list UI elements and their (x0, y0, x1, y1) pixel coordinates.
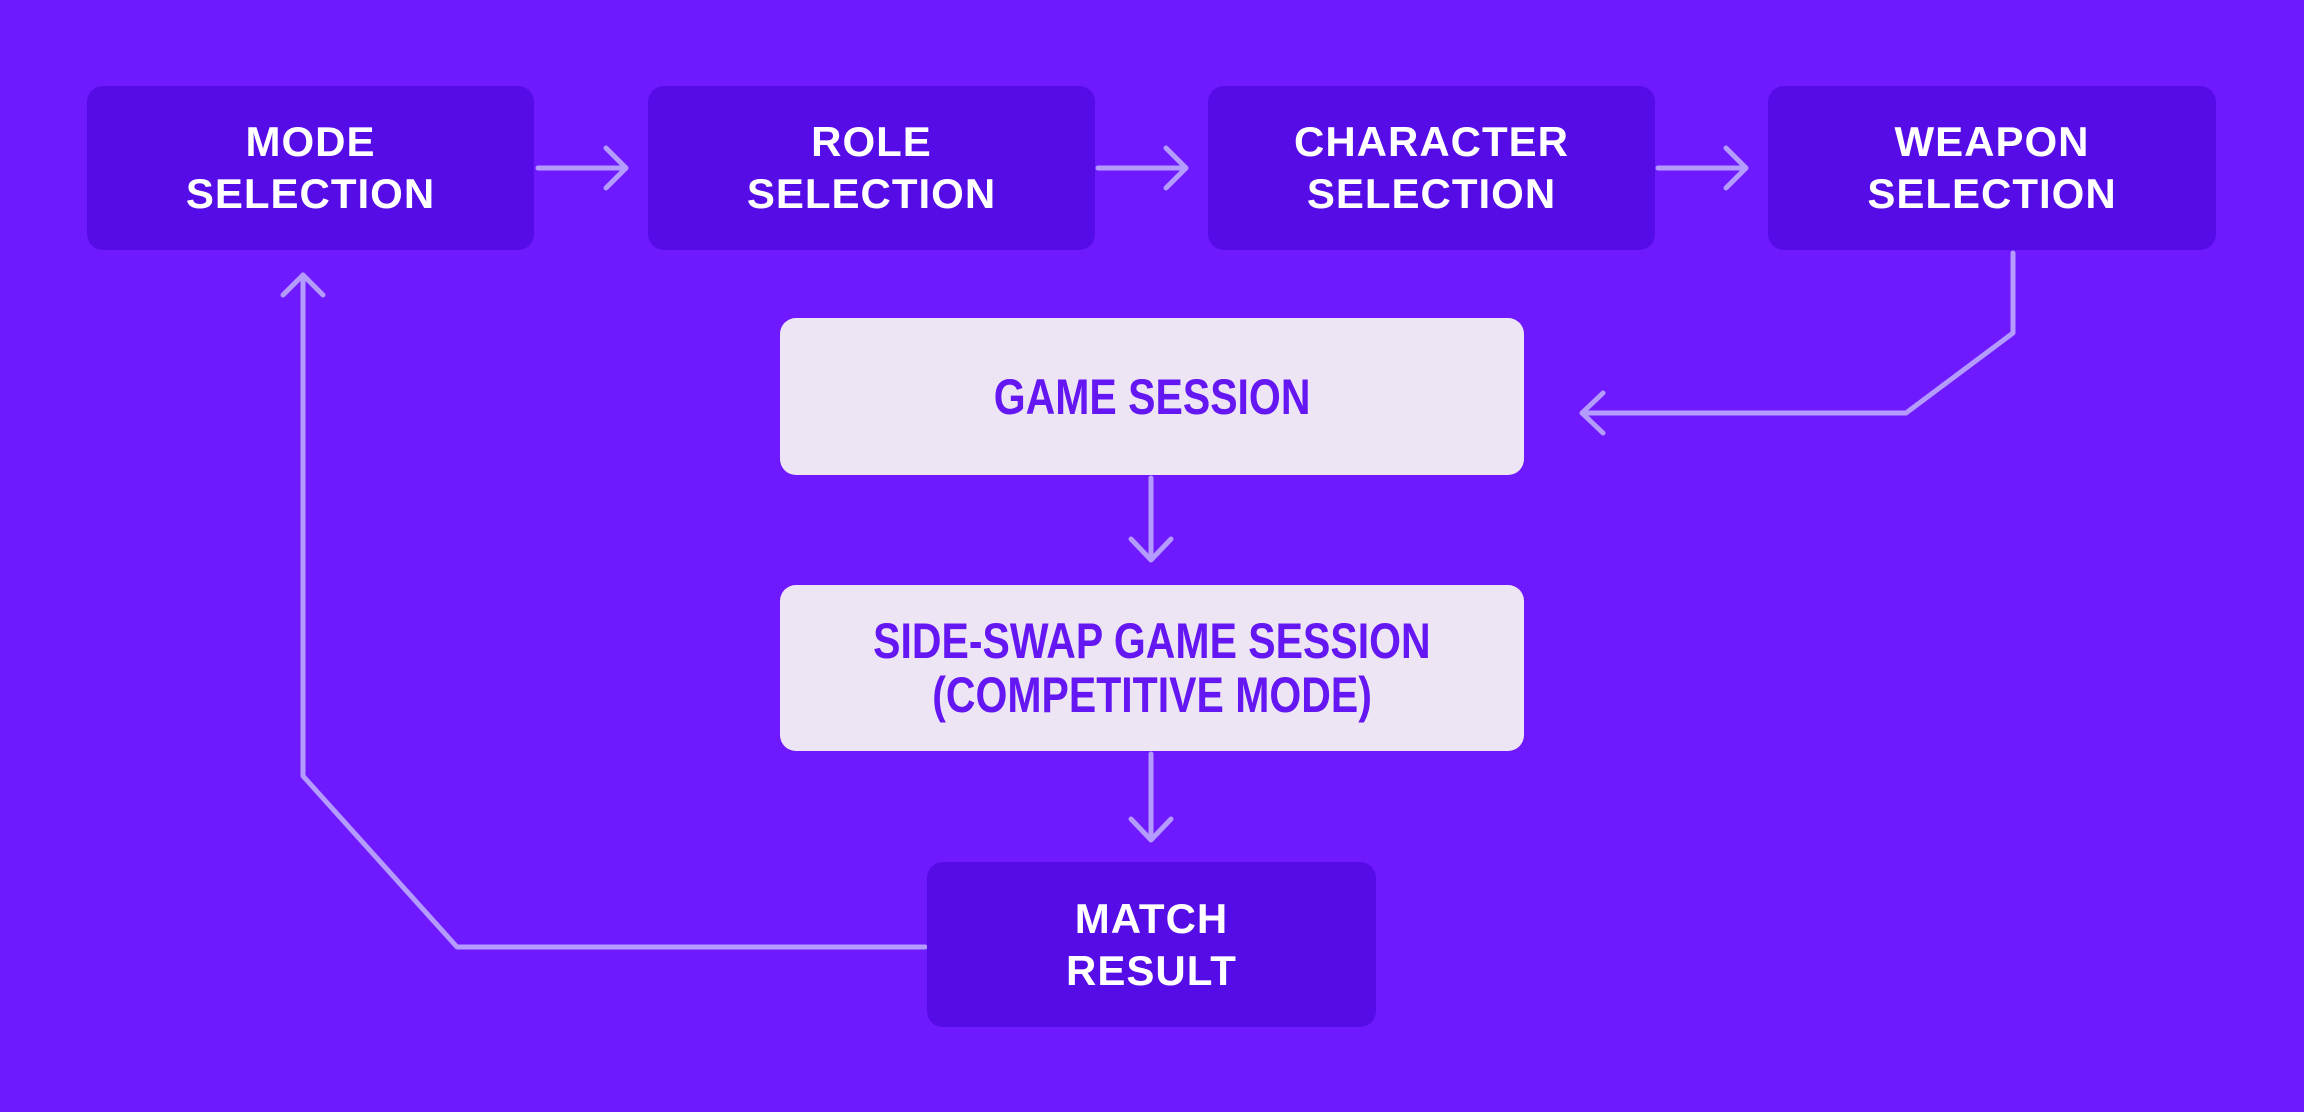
side-swap-label-line2: (COMPETITIVE MODE) (932, 667, 1372, 723)
character-selection-label-line2: SELECTION (1306, 170, 1557, 217)
weapon-selection-label-line1: WEAPON (1894, 118, 2090, 165)
mode-selection-label-line1: MODE (245, 118, 376, 165)
edge-side-swap-to-match-result (1128, 751, 1174, 843)
edge-role-to-character (1095, 145, 1189, 191)
side-swap-game-session-box: SIDE-SWAP GAME SESSION (COMPETITIVE MODE… (780, 585, 1524, 751)
edge-weapon-to-game-session (1579, 250, 2016, 436)
edge-game-session-to-side-swap (1128, 475, 1174, 563)
game-session-box: GAME SESSION (780, 318, 1524, 475)
match-result-box: MATCH RESULT (927, 862, 1376, 1027)
match-result-label-line1: MATCH (1074, 894, 1229, 942)
role-selection-box: ROLE SELECTION (648, 86, 1095, 250)
role-selection-label-line1: ROLE (811, 118, 932, 165)
character-selection-box: CHARACTER SELECTION (1208, 86, 1655, 250)
mode-selection-label-line2: SELECTION (185, 170, 436, 217)
weapon-selection-box: WEAPON SELECTION (1768, 86, 2216, 250)
edge-match-result-to-mode (280, 272, 928, 950)
mode-selection-box: MODE SELECTION (87, 86, 534, 250)
edge-character-to-weapon (1655, 145, 1749, 191)
character-selection-label-line1: CHARACTER (1294, 118, 1569, 165)
role-selection-label-line2: SELECTION (746, 170, 997, 217)
match-result-label-line2: RESULT (1066, 946, 1237, 994)
game-session-label: GAME SESSION (993, 368, 1311, 425)
edge-mode-to-role (535, 145, 629, 191)
side-swap-label-line1: SIDE-SWAP GAME SESSION (873, 613, 1431, 669)
weapon-selection-label-line2: SELECTION (1867, 170, 2117, 217)
